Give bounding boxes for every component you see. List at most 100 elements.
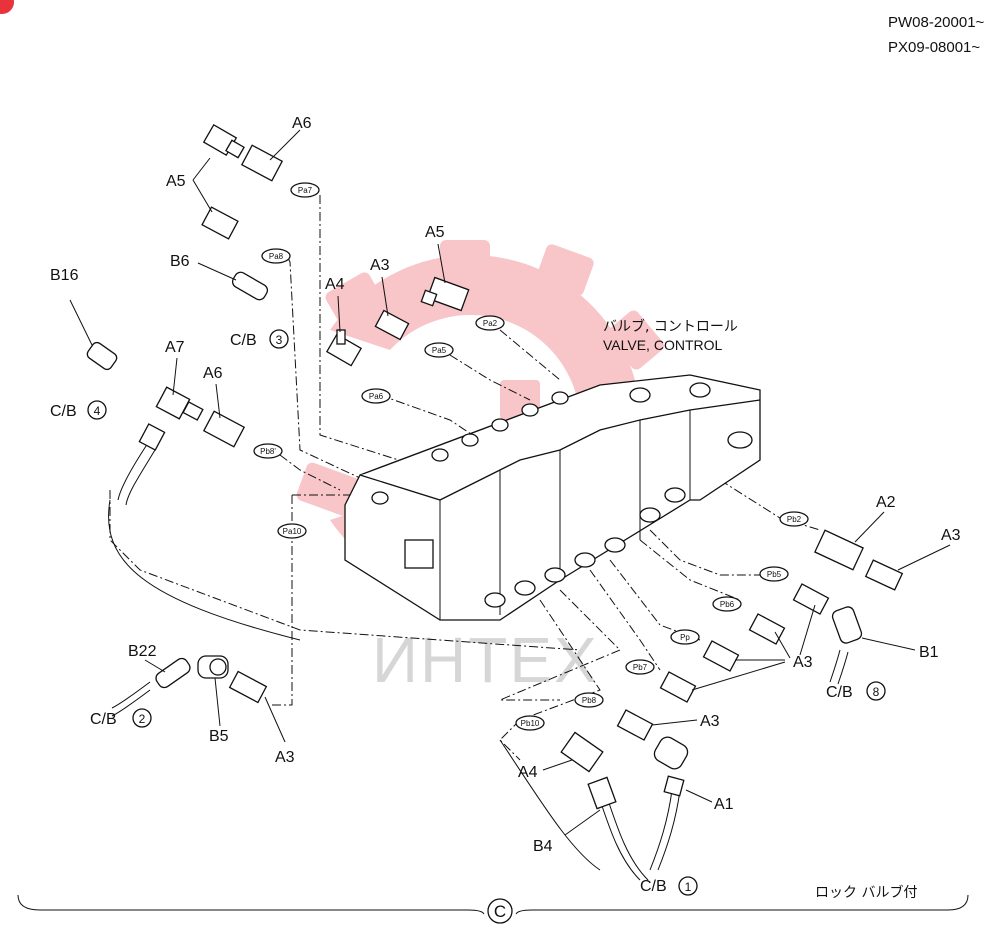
fitting-a5-lower bbox=[201, 206, 239, 240]
serial-number-2: PX09-08001~ bbox=[888, 39, 980, 56]
leader-lines bbox=[69, 129, 951, 836]
spool-caps bbox=[371, 382, 753, 608]
fitting-a5-mid-elbow bbox=[420, 276, 470, 312]
port-pp: Pp bbox=[680, 633, 690, 642]
fitting-a3-top bbox=[374, 309, 410, 341]
cb2-number: 2 bbox=[139, 712, 146, 726]
section-symbol-circle bbox=[487, 898, 513, 924]
callout-b16: B16 bbox=[50, 267, 79, 284]
callout-a6-mid: A6 bbox=[203, 365, 223, 382]
port-oval-pb7 bbox=[625, 659, 655, 675]
callout-a3-left: A3 bbox=[275, 749, 295, 766]
fitting-b1 bbox=[831, 606, 863, 644]
callout-labels: A6 A5 B6 B16 A7 A6 A4 A3 A5 A2 A3 A3 B1 … bbox=[50, 115, 961, 855]
port-pa2: Pa2 bbox=[483, 319, 498, 328]
port-oval-pb2 bbox=[779, 511, 809, 527]
fitting-b16 bbox=[86, 341, 118, 371]
callout-a5-top: A5 bbox=[166, 173, 186, 190]
fitting-a1 bbox=[653, 736, 689, 797]
cb8-number: 8 bbox=[873, 685, 880, 699]
fitting-a4-bottom-elbow bbox=[560, 731, 604, 773]
port-pb7: Pb7 bbox=[633, 663, 648, 672]
port-oval-pa5 bbox=[424, 342, 454, 358]
lock-valve-note: ロック バルブ付 bbox=[815, 884, 917, 901]
port-pb10: Pb10 bbox=[521, 719, 540, 728]
fitting-a5-top-elbow bbox=[202, 123, 245, 159]
cb8-label: C/B bbox=[826, 684, 853, 701]
callout-a7: A7 bbox=[165, 339, 185, 356]
cb-labels: C/B 3 C/B 4 C/B 2 C/B 8 C/B 1 bbox=[50, 329, 886, 896]
fitting-a6-mid bbox=[202, 410, 246, 448]
fitting-b4 bbox=[587, 776, 617, 810]
fitting-b6 bbox=[231, 271, 269, 301]
cb4-number: 4 bbox=[94, 404, 101, 418]
callout-a2: A2 bbox=[876, 494, 896, 511]
port-pa10: Pa10 bbox=[283, 527, 302, 536]
port-oval-pb5 bbox=[759, 566, 789, 582]
callout-a4-bottom: A4 bbox=[518, 764, 538, 781]
port-oval-pa6 bbox=[361, 388, 391, 404]
valve-title-en: VALVE, CONTROL bbox=[603, 337, 723, 353]
control-valve-body bbox=[344, 374, 761, 621]
fitting-a6-top bbox=[240, 144, 284, 182]
callout-a6-top: A6 bbox=[292, 115, 312, 132]
callout-a4-top: A4 bbox=[325, 276, 345, 293]
cb1-label: C/B bbox=[640, 878, 667, 895]
fitting-a3-right bbox=[864, 559, 904, 591]
port-oval-pa10 bbox=[277, 523, 307, 539]
fitting-a4-top-elbow bbox=[325, 329, 363, 367]
port-oval-pa7 bbox=[290, 182, 320, 198]
cb1-number: 1 bbox=[685, 880, 692, 894]
port-oval-pp bbox=[670, 629, 700, 645]
port-pb5: Pb5 bbox=[767, 570, 782, 579]
callout-a3-center: A3 bbox=[793, 654, 813, 671]
fitting-a2 bbox=[814, 529, 864, 571]
section-symbol: C bbox=[494, 902, 506, 921]
port-pa7: Pa7 bbox=[298, 186, 313, 195]
callout-b5: B5 bbox=[209, 728, 229, 745]
hose-routes bbox=[109, 195, 821, 761]
fitting-b22 bbox=[155, 657, 191, 689]
cb3-number: 3 bbox=[276, 333, 283, 347]
fitting-a3-left bbox=[228, 670, 268, 704]
port-oval-pb6 bbox=[712, 596, 742, 612]
port-oval-pb8p bbox=[253, 443, 283, 459]
callout-b22: B22 bbox=[128, 643, 157, 660]
port-pb8: Pb8 bbox=[582, 696, 597, 705]
callout-a5-mid: A5 bbox=[425, 224, 445, 241]
port-oval-pa2 bbox=[475, 315, 505, 331]
fitting-a7-tee bbox=[138, 386, 204, 451]
solid-hoses bbox=[108, 439, 849, 881]
callout-b1: B1 bbox=[919, 644, 939, 661]
section-brace: C bbox=[17, 894, 969, 924]
callout-a3-top: A3 bbox=[370, 257, 390, 274]
corner-marker bbox=[0, 0, 14, 14]
port-pb8p: Pb8' bbox=[260, 447, 276, 456]
cb3-label: C/B bbox=[230, 332, 257, 349]
valve-nameplate bbox=[404, 539, 434, 569]
port-pa6: Pa6 bbox=[369, 392, 384, 401]
port-oval-pb8 bbox=[574, 692, 604, 708]
cb2-label: C/B bbox=[90, 711, 117, 728]
port-pb6: Pb6 bbox=[720, 600, 735, 609]
callout-a1: A1 bbox=[714, 796, 734, 813]
cb4-label: C/B bbox=[50, 403, 77, 420]
fitting-a3-group bbox=[659, 583, 830, 703]
port-labels: Pa7 Pa8 Pa2 Pa5 Pa6 Pb8' Pa10 Pb2 Pb5 Pb… bbox=[253, 182, 809, 731]
callout-a3-right: A3 bbox=[941, 527, 961, 544]
callout-b6: B6 bbox=[170, 253, 190, 270]
port-pa8: Pa8 bbox=[269, 252, 284, 261]
port-pa5: Pa5 bbox=[432, 346, 447, 355]
port-oval-pa8 bbox=[261, 248, 291, 264]
watermark-text: ИНТЕХ bbox=[372, 624, 599, 696]
fitting-a3-lower bbox=[616, 709, 654, 741]
port-pb2: Pb2 bbox=[787, 515, 802, 524]
fitting-b5 bbox=[197, 655, 229, 679]
serial-number-1: PW08-20001~ bbox=[888, 14, 985, 31]
port-oval-pb10 bbox=[515, 715, 545, 731]
callout-a3-lower: A3 bbox=[700, 713, 720, 730]
valve-title-jp: バルブ, コントロール bbox=[603, 318, 738, 335]
callout-b4: B4 bbox=[533, 838, 553, 855]
